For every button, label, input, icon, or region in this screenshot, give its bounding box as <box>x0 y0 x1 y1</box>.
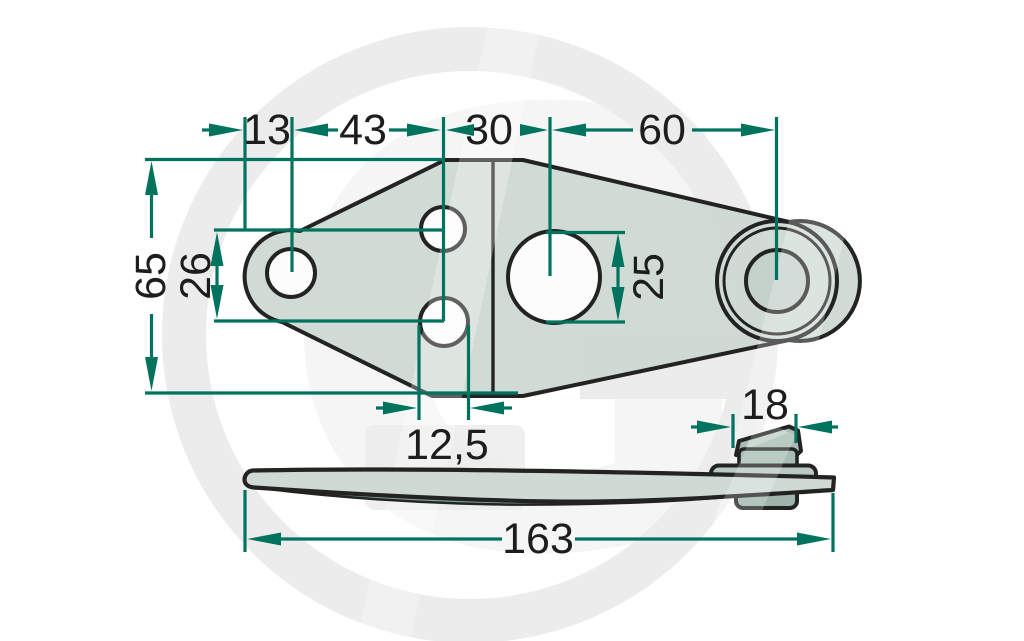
dim-label-43: 43 <box>339 106 387 154</box>
dim-60-arrow-left <box>552 123 586 137</box>
top-view-plate <box>242 0 886 639</box>
dim-30-arrow-right <box>520 124 548 136</box>
dim-18-arrow-right <box>697 420 731 434</box>
dim-label-60: 60 <box>638 106 686 154</box>
top-view-dimensions: 13 43 30 60 65 26 25 <box>127 106 779 469</box>
dim-label-65: 65 <box>127 252 175 300</box>
dim-26-arrow-up <box>210 232 224 266</box>
dim-label-12-5: 12,5 <box>405 421 489 469</box>
dim-65-arrow-down <box>145 357 158 391</box>
dim-125-arrow-right <box>383 401 417 415</box>
dim-18-arrow-left <box>798 420 832 434</box>
dim-label-163: 163 <box>502 515 574 563</box>
dim-label-13: 13 <box>243 106 291 154</box>
side-view-blade <box>242 418 837 600</box>
dim-43-arrow-right <box>407 123 441 137</box>
dim-label-30: 30 <box>465 106 513 154</box>
dim-13-arrow-right <box>209 123 243 137</box>
dim-label-18: 18 <box>741 381 789 429</box>
dim-65-arrow-up <box>145 161 158 195</box>
dim-label-25: 25 <box>625 253 673 301</box>
blade-profile <box>242 467 837 504</box>
dim-125-arrow-left <box>470 401 504 415</box>
dim-43-arrow-left <box>294 123 328 137</box>
dim-25-arrow-down <box>611 287 625 321</box>
sheen-streak-side <box>686 418 796 600</box>
dim-163-arrow-right <box>797 532 831 546</box>
dim-25-arrow-up <box>611 233 625 267</box>
dim-label-26: 26 <box>172 252 220 300</box>
sheen-streak-right <box>707 59 886 560</box>
dim-60-arrow-right <box>741 123 775 137</box>
dim-26-arrow-down <box>210 285 224 319</box>
boss-cap-highlight <box>745 430 788 450</box>
dim-30-arrow-left <box>446 124 474 136</box>
dim-163-arrow-left <box>247 532 281 546</box>
side-view-dimensions: 18 163 <box>243 381 838 563</box>
hole-center-large <box>506 229 602 325</box>
